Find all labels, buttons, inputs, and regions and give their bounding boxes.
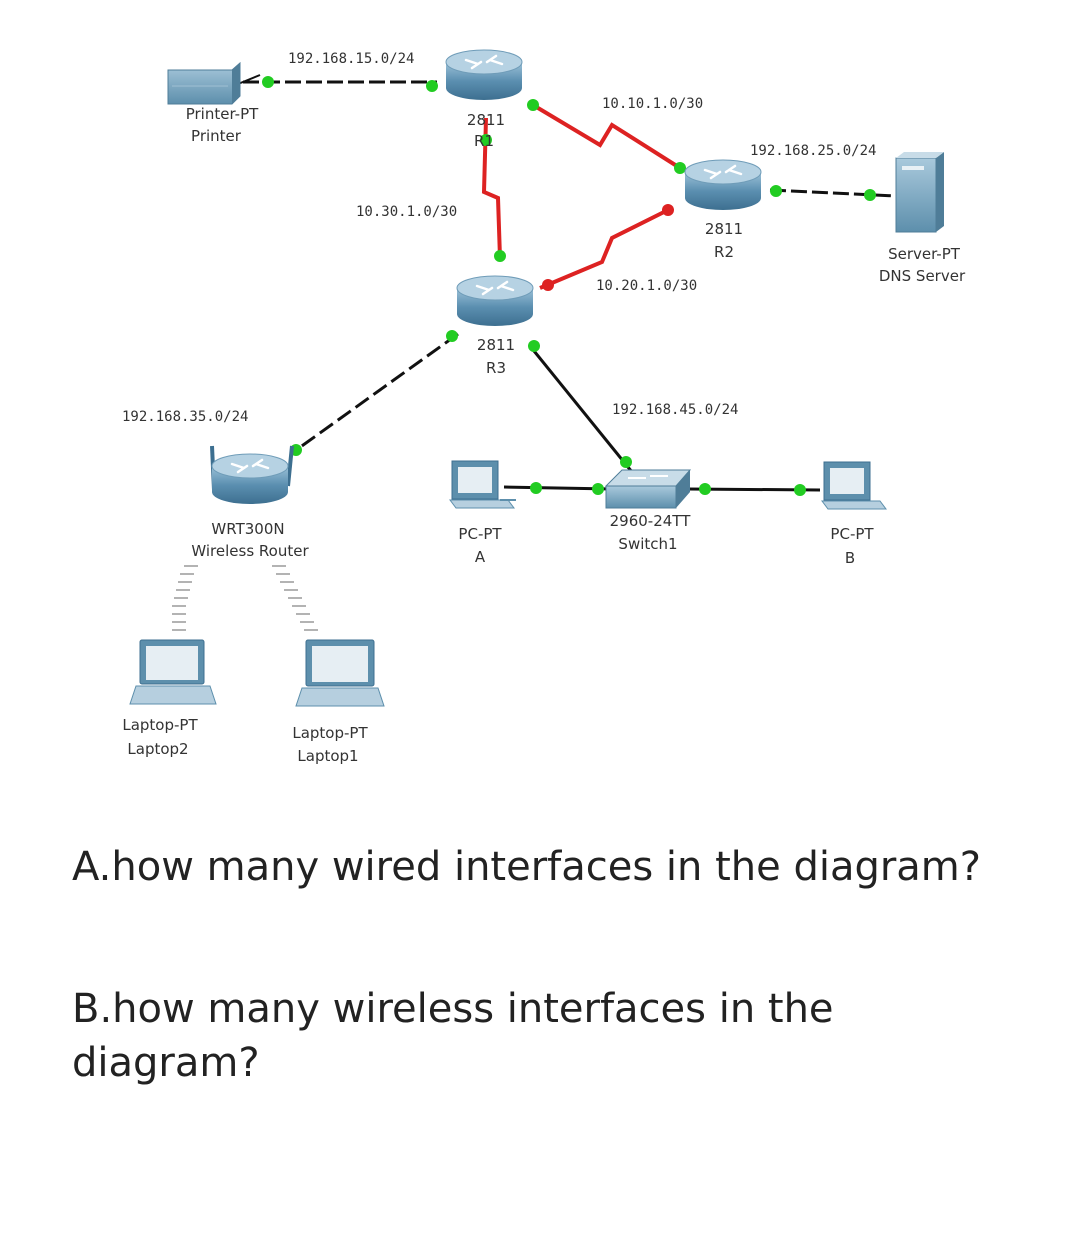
network-label: 192.168.25.0/24 — [750, 143, 876, 159]
switch-icon — [604, 469, 692, 509]
wireless-router-icon — [210, 445, 294, 506]
link-r2-server — [769, 188, 897, 198]
server-model-label: Server-PT — [888, 245, 961, 263]
wireless-router-model-label: WRT300N — [211, 520, 284, 538]
link-r1-r2-serial — [531, 103, 682, 170]
port-up-dot — [864, 189, 876, 201]
printer-device[interactable]: Printer-PT Printer — [167, 61, 259, 145]
laptop-icon — [295, 639, 385, 707]
network-topology-diagram: Printer-PT Printer 2811 R1 2811 R2 2811 … — [122, 48, 966, 765]
wireless-link-laptop2 — [172, 565, 198, 631]
port-up-dot — [494, 250, 506, 262]
wireless-router-device[interactable]: WRT300N Wireless Router — [191, 445, 309, 560]
link-printer-r1 — [237, 74, 437, 85]
pc-a-name-label: A — [475, 548, 486, 566]
laptop-icon — [129, 639, 217, 705]
network-label: 10.30.1.0/30 — [356, 204, 457, 220]
r3-model-label: 2811 — [477, 336, 515, 354]
port-up-dot — [262, 76, 274, 88]
switch-model-label: 2960-24TT — [610, 512, 692, 530]
r1-model-label: 2811 — [467, 111, 505, 129]
laptop1-device[interactable]: Laptop-PT Laptop1 — [292, 639, 385, 765]
laptop2-device[interactable]: Laptop-PT Laptop2 — [122, 639, 217, 758]
network-label: 192.168.35.0/24 — [122, 409, 248, 425]
network-label: 192.168.15.0/24 — [288, 51, 414, 67]
router-r3[interactable]: 2811 R3 — [455, 274, 535, 377]
port-up-dot — [770, 185, 782, 197]
pc-b-name-label: B — [845, 549, 855, 567]
pc-icon — [449, 460, 516, 509]
switch-device[interactable]: 2960-24TT Switch1 — [604, 469, 692, 553]
port-up-dot — [446, 330, 458, 342]
port-up-dot — [794, 484, 806, 496]
printer-icon — [167, 61, 241, 105]
network-label: 10.20.1.0/30 — [596, 278, 697, 294]
port-up-dot — [426, 80, 438, 92]
network-label: 192.168.45.0/24 — [612, 402, 738, 418]
question-b: B.how many wireless interfaces in the di… — [72, 986, 834, 1086]
r3-name-label: R3 — [486, 359, 506, 377]
printer-model-label: Printer-PT — [186, 105, 259, 123]
link-r3-switch — [528, 345, 634, 473]
router-r1[interactable]: 2811 R1 — [444, 48, 524, 150]
pc-icon — [821, 461, 887, 510]
pc-b-device[interactable]: PC-PT B — [821, 461, 887, 567]
printer-name-label: Printer — [191, 127, 242, 145]
port-up-dot — [674, 162, 686, 174]
router-icon — [455, 274, 535, 328]
port-status-dots — [262, 76, 876, 496]
network-label: 10.10.1.0/30 — [602, 96, 703, 112]
laptop1-name-label: Laptop1 — [297, 747, 358, 765]
wireless-router-name-label: Wireless Router — [191, 542, 309, 560]
laptop1-model-label: Laptop-PT — [292, 724, 368, 742]
pc-b-model-label: PC-PT — [830, 525, 874, 543]
port-down-dot — [662, 204, 674, 216]
port-up-dot — [527, 99, 539, 111]
port-down-dot — [542, 279, 554, 291]
wireless-link-laptop1 — [272, 565, 318, 631]
question-a: A.how many wired interfaces in the diagr… — [72, 844, 982, 890]
r2-name-label: R2 — [714, 243, 734, 261]
link-r3-wireless-router — [291, 332, 459, 455]
pc-a-device[interactable]: PC-PT A — [449, 460, 516, 566]
port-up-dot — [528, 340, 540, 352]
r2-model-label: 2811 — [705, 220, 743, 238]
port-up-dot — [699, 483, 711, 495]
switch-name-label: Switch1 — [618, 535, 677, 553]
port-up-dot — [620, 456, 632, 468]
link-r2-r3-serial — [539, 208, 669, 290]
port-up-dot — [592, 483, 604, 495]
port-up-dot — [530, 482, 542, 494]
server-name-label: DNS Server — [879, 267, 966, 285]
server-device[interactable]: Server-PT DNS Server — [879, 152, 966, 285]
link-r1-r3-serial — [481, 117, 502, 259]
r1-name-label: R1 — [474, 132, 494, 150]
router-r2[interactable]: 2811 R2 — [683, 158, 763, 261]
server-icon — [895, 152, 944, 233]
port-up-dot — [480, 134, 492, 146]
router-icon — [683, 158, 763, 212]
pc-a-model-label: PC-PT — [458, 525, 502, 543]
laptop2-name-label: Laptop2 — [127, 740, 188, 758]
router-icon — [444, 48, 524, 102]
laptop2-model-label: Laptop-PT — [122, 716, 198, 734]
